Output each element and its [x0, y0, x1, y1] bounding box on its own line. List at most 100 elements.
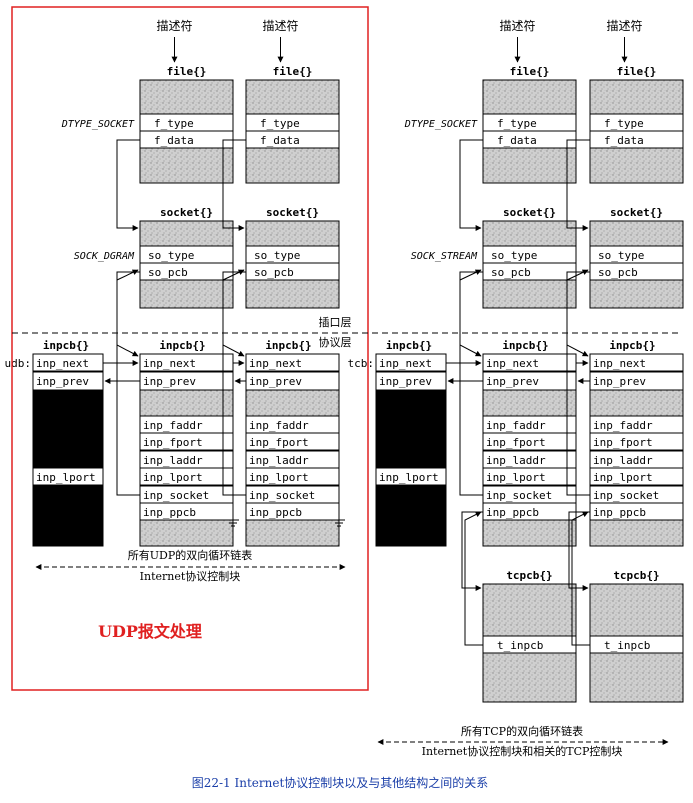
tcp-fdata-link-1 [459, 139, 483, 231]
udp-inpcb-2-row-inp_lport [245, 467, 340, 486]
udp-sopcb-link-1 [116, 271, 140, 357]
udp-inpcb-2-field-inp_prev: inp_prev [249, 375, 302, 388]
udp-socktype-label: SOCK_DGRAM [74, 251, 135, 262]
tcp-tcpcb-1-bottom [482, 652, 577, 703]
tcp-dtype-label: DTYPE_SOCKET [404, 119, 478, 130]
udp-inpcb-1-bottom [139, 519, 234, 547]
udp-inpcb-2-gap [245, 389, 340, 417]
tcp-inpcb-1-field-inp_fport: inp_fport [486, 436, 546, 449]
udp-socket-2-bottom [245, 279, 340, 309]
tcp-inpcb-1-field-inp_faddr: inp_faddr [486, 419, 546, 432]
udb-head-title: inpcb{} [43, 339, 89, 352]
figure-caption: 图22-1 Internet协议控制块以及与其他结构之间的关系 [192, 775, 489, 790]
udp-inpcb-2-row-inp_fport [245, 432, 340, 451]
udp-descriptor-1: 描述符 [156, 18, 192, 33]
udp-inpcb-2-field-inp_fport: inp_fport [249, 436, 309, 449]
udp-inpcb-1-field-inp_fport: inp_fport [143, 436, 203, 449]
udp-fdata-link-1 [116, 139, 140, 231]
udp-file-2-field-f_type: f_type [260, 117, 300, 130]
tcp-inpcb-2-field-inp_next: inp_next [593, 357, 646, 370]
tcp-tinpcb-link-1 [464, 511, 483, 646]
udp-socket-1-top [139, 220, 234, 247]
udb-head-field-inp_lport: inp_lport [36, 471, 96, 484]
tcp-file-2-top [589, 79, 684, 115]
udp-inpcb-2-title: inpcb{} [265, 339, 311, 352]
tcp-file-1-bottom [482, 147, 577, 184]
tcp-tcpcb-1-top [482, 583, 577, 637]
udp-inpcb-1-row-inp_fport [139, 432, 234, 451]
udp-inpcb-2-field-inp_laddr: inp_laddr [249, 454, 309, 467]
udp-inpcb-2-field-inp_faddr: inp_faddr [249, 419, 309, 432]
tcp-inpcb-2-row-inp_lport [589, 467, 684, 486]
tcb-head-field-inp_next: inp_next [379, 357, 432, 370]
udp-inpcb-1-field-inp_socket: inp_socket [143, 489, 209, 502]
tcp-descriptor-2: 描述符 [606, 18, 642, 33]
tcp-file-2-field-f_data: f_data [604, 134, 644, 147]
udp-inpcb-2-field-inp_next: inp_next [249, 357, 302, 370]
tcp-inpsocket-link-2 [566, 269, 590, 496]
tcp-tcpcb-2-field-t_inpcb: t_inpcb [604, 639, 650, 652]
udp-inpcb-1-field-inp_lport: inp_lport [143, 471, 203, 484]
udp-inpcb-1-field-inp_prev: inp_prev [143, 375, 196, 388]
tcp-socket-1-field-so_type: so_type [491, 249, 537, 262]
udp-file-2-field-f_data: f_data [260, 134, 300, 147]
tcb-label: tcb: [348, 357, 375, 370]
udb-head-fill1 [32, 389, 104, 469]
udp-fdata-link-2 [222, 139, 246, 231]
tcp-inpcb-2-field-inp_laddr: inp_laddr [593, 454, 653, 467]
tcp-list-label: 所有TCP的双向循环链表 [461, 724, 583, 738]
tcp-ppcb-link-2 [568, 511, 590, 591]
tcp-inpcb-1-field-inp_laddr: inp_laddr [486, 454, 546, 467]
udb-head-fill2 [32, 484, 104, 547]
udp-socket-1-field-so_pcb: so_pcb [148, 266, 188, 279]
udp-ppcb-ground-2 [333, 519, 345, 527]
udp-ppcb-ground-1 [227, 519, 239, 527]
tcp-tcpcb-1-title: tcpcb{} [506, 569, 552, 582]
tcp-inpcb-2-field-inp_ppcb: inp_ppcb [593, 506, 646, 519]
tcp-tinpcb-link-2 [571, 511, 590, 646]
tcp-inpcb-1-field-inp_ppcb: inp_ppcb [486, 506, 539, 519]
udp-file-1-field-f_data: f_data [154, 134, 194, 147]
udb-head-field-inp_next: inp_next [36, 357, 89, 370]
tcp-inpcb-1-field-inp_next: inp_next [486, 357, 539, 370]
tcp-socket-1-top [482, 220, 577, 247]
tcp-socket-2-top [589, 220, 684, 247]
tcp-file-2-field-f_type: f_type [604, 117, 644, 130]
tcp-file-2-title: file{} [617, 65, 657, 78]
udp-file-1-bottom [139, 147, 234, 184]
udp-inpcb-1-field-inp_faddr: inp_faddr [143, 419, 203, 432]
udp-file-2-bottom [245, 147, 340, 184]
tcp-socket-2-bottom [589, 279, 684, 309]
tcp-pcb-label: Internet协议控制块和相关的TCP控制块 [422, 744, 623, 758]
tcp-inpcb-2-title: inpcb{} [609, 339, 655, 352]
udp-inpcb-1-field-inp_laddr: inp_laddr [143, 454, 203, 467]
tcp-file-1-top [482, 79, 577, 115]
tcb-head-fill1 [375, 389, 447, 469]
udp-inpcb-1-field-inp_ppcb: inp_ppcb [143, 506, 196, 519]
tcb-head-title: inpcb{} [386, 339, 432, 352]
protocol-layer-label: 协议层 [319, 335, 352, 349]
udp-inpcb-2-row-inp_next [245, 353, 340, 372]
udp-inpsocket-link-1 [116, 269, 140, 496]
tcp-inpcb-1-row-inp_fport [482, 432, 577, 451]
tcp-socket-1-field-so_pcb: so_pcb [491, 266, 531, 279]
tcp-socktype-label: SOCK_STREAM [411, 251, 478, 262]
udp-file-2-top [245, 79, 340, 115]
udp-inpsocket-link-2 [222, 269, 246, 496]
tcp-inpcb-2-bottom [589, 519, 684, 547]
tcb-head-field-inp_lport: inp_lport [379, 471, 439, 484]
udp-socket-2-field-so_type: so_type [254, 249, 300, 262]
tcp-descriptor-1: 描述符 [499, 18, 535, 33]
udp-pcb-label: Internet协议控制块 [140, 569, 241, 583]
tcp-file-2-bottom [589, 147, 684, 184]
udp-file-1-top [139, 79, 234, 115]
udp-inpcb-2-field-inp_ppcb: inp_ppcb [249, 506, 302, 519]
tcp-socket-2-title: socket{} [610, 206, 663, 219]
tcp-inpcb-2-row-inp_next [589, 353, 684, 372]
udp-highlight-frame [11, 6, 369, 691]
tcp-file-1-title: file{} [510, 65, 550, 78]
tcp-inpcb-1-gap [482, 389, 577, 417]
tcp-inpcb-2-row-inp_fport [589, 432, 684, 451]
udp-file-1-title: file{} [167, 65, 207, 78]
tcp-inpcb-2-field-inp_fport: inp_fport [593, 436, 653, 449]
